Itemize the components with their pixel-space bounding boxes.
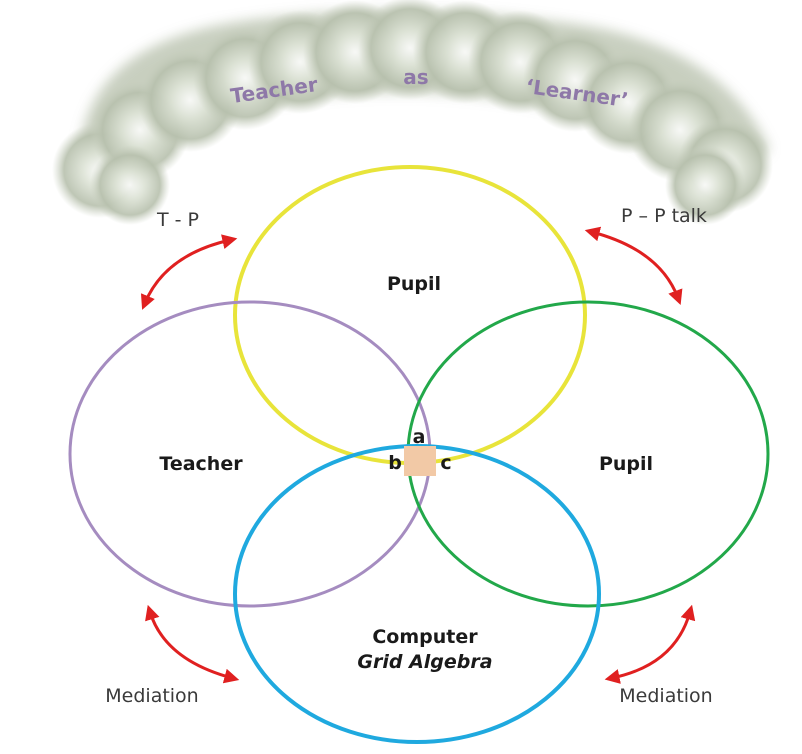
right-circle xyxy=(406,300,770,608)
region-a: a xyxy=(413,426,426,448)
label-mediation-left: Mediation xyxy=(105,685,198,707)
label-top-pupil: Pupil xyxy=(387,273,441,295)
arrow-mediation-left xyxy=(145,604,240,684)
label-right-pupil: Pupil xyxy=(599,453,653,475)
center-intersection xyxy=(404,446,436,476)
arrows xyxy=(140,226,696,684)
arrow-mediation-right xyxy=(604,604,696,684)
cloud-word-as: as xyxy=(403,65,428,89)
label-teacher: Teacher xyxy=(159,453,243,475)
arrow-teacher-pupil xyxy=(140,234,238,310)
label-t-p: T - P xyxy=(156,209,199,231)
label-mediation-right: Mediation xyxy=(619,685,712,707)
arrow-pupil-pupil xyxy=(584,226,683,306)
label-computer: Computer xyxy=(372,626,478,648)
label-p-p-talk: P – P talk xyxy=(621,205,707,227)
bottom-circle xyxy=(233,444,601,744)
cloud-puff xyxy=(665,145,745,225)
cloud-banner xyxy=(52,0,773,225)
region-c: c xyxy=(440,452,451,474)
region-b: b xyxy=(388,452,402,474)
left-circle xyxy=(68,300,432,608)
cloud-puff xyxy=(90,145,170,225)
top-circle xyxy=(233,165,587,465)
label-grid-algebra: Grid Algebra xyxy=(357,651,492,673)
